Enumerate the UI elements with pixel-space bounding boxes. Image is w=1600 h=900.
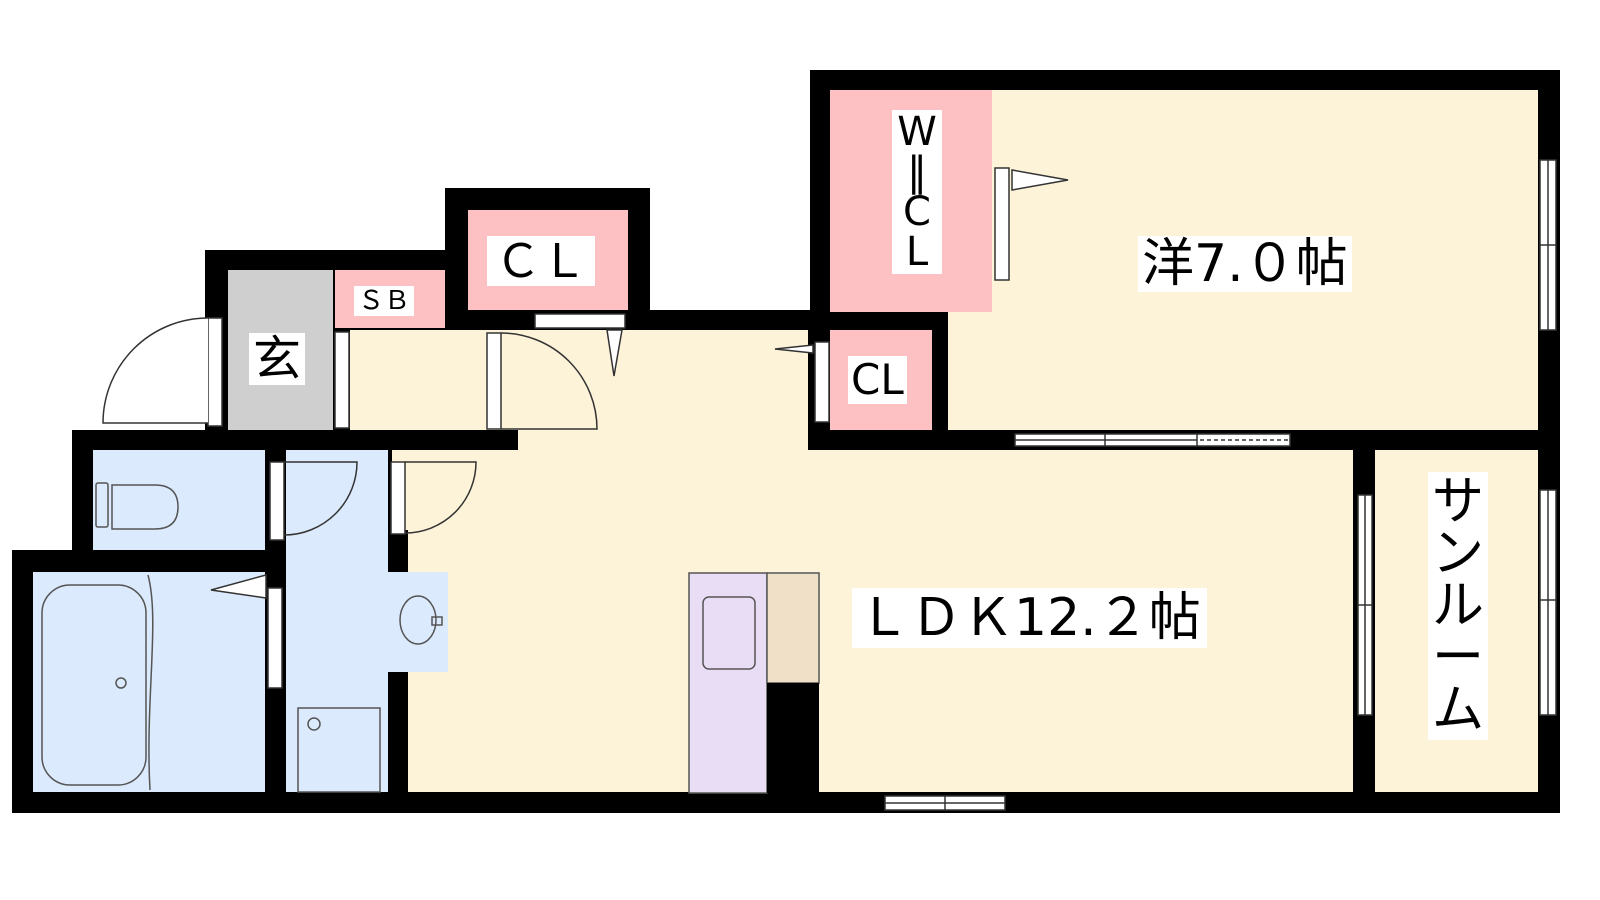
kitchen-sink <box>702 596 756 670</box>
room-label-ldk: ＬＤＫ12.２帖 <box>852 588 1207 648</box>
sunroom-char-2: ン <box>1431 524 1484 584</box>
room-label-closet-small: CL <box>848 356 907 404</box>
kitchen-side-counter <box>766 572 820 684</box>
sunroom-char-3: ル <box>1431 576 1484 636</box>
wic-char-4: L <box>905 229 929 275</box>
sunroom-char-5: ム <box>1431 680 1484 740</box>
washroom-sink-bay <box>388 572 448 672</box>
toilet-tank <box>95 482 109 528</box>
fridge-space <box>767 683 819 793</box>
wic-char-2: ‖ <box>907 149 927 195</box>
room-washroom <box>286 450 388 792</box>
ldk-upper-connector <box>518 330 808 455</box>
room-label-closet-upper: ＣＬ <box>487 236 595 286</box>
washing-machine-space <box>297 707 381 793</box>
sunroom-char-1: サ <box>1431 472 1484 532</box>
room-label-walk-in-closet: W ‖ C L <box>892 110 942 274</box>
room-toilet <box>93 450 265 550</box>
room-label-entrance: 玄 <box>249 333 306 385</box>
washbasin-tap <box>431 616 443 626</box>
sunroom-char-4: ー <box>1431 628 1484 688</box>
bath-wall-panel <box>147 574 154 791</box>
toilet-bowl <box>111 484 179 530</box>
windows <box>884 159 1557 811</box>
washbasin <box>399 595 437 645</box>
wic-char-1: W <box>897 109 937 155</box>
bathtub <box>41 584 147 786</box>
bathtub-drain <box>115 677 127 689</box>
doors <box>102 167 1069 689</box>
kitchen-counter <box>688 572 768 794</box>
room-western-entry <box>1012 90 1102 330</box>
room-label-sunroom: サンルーム <box>1428 472 1488 740</box>
washing-machine-drain <box>307 717 321 731</box>
wic-char-3: C <box>903 189 931 235</box>
room-label-western: 洋7.０帖 <box>1138 236 1352 292</box>
room-label-shoe-box: ＳＢ <box>354 286 415 316</box>
